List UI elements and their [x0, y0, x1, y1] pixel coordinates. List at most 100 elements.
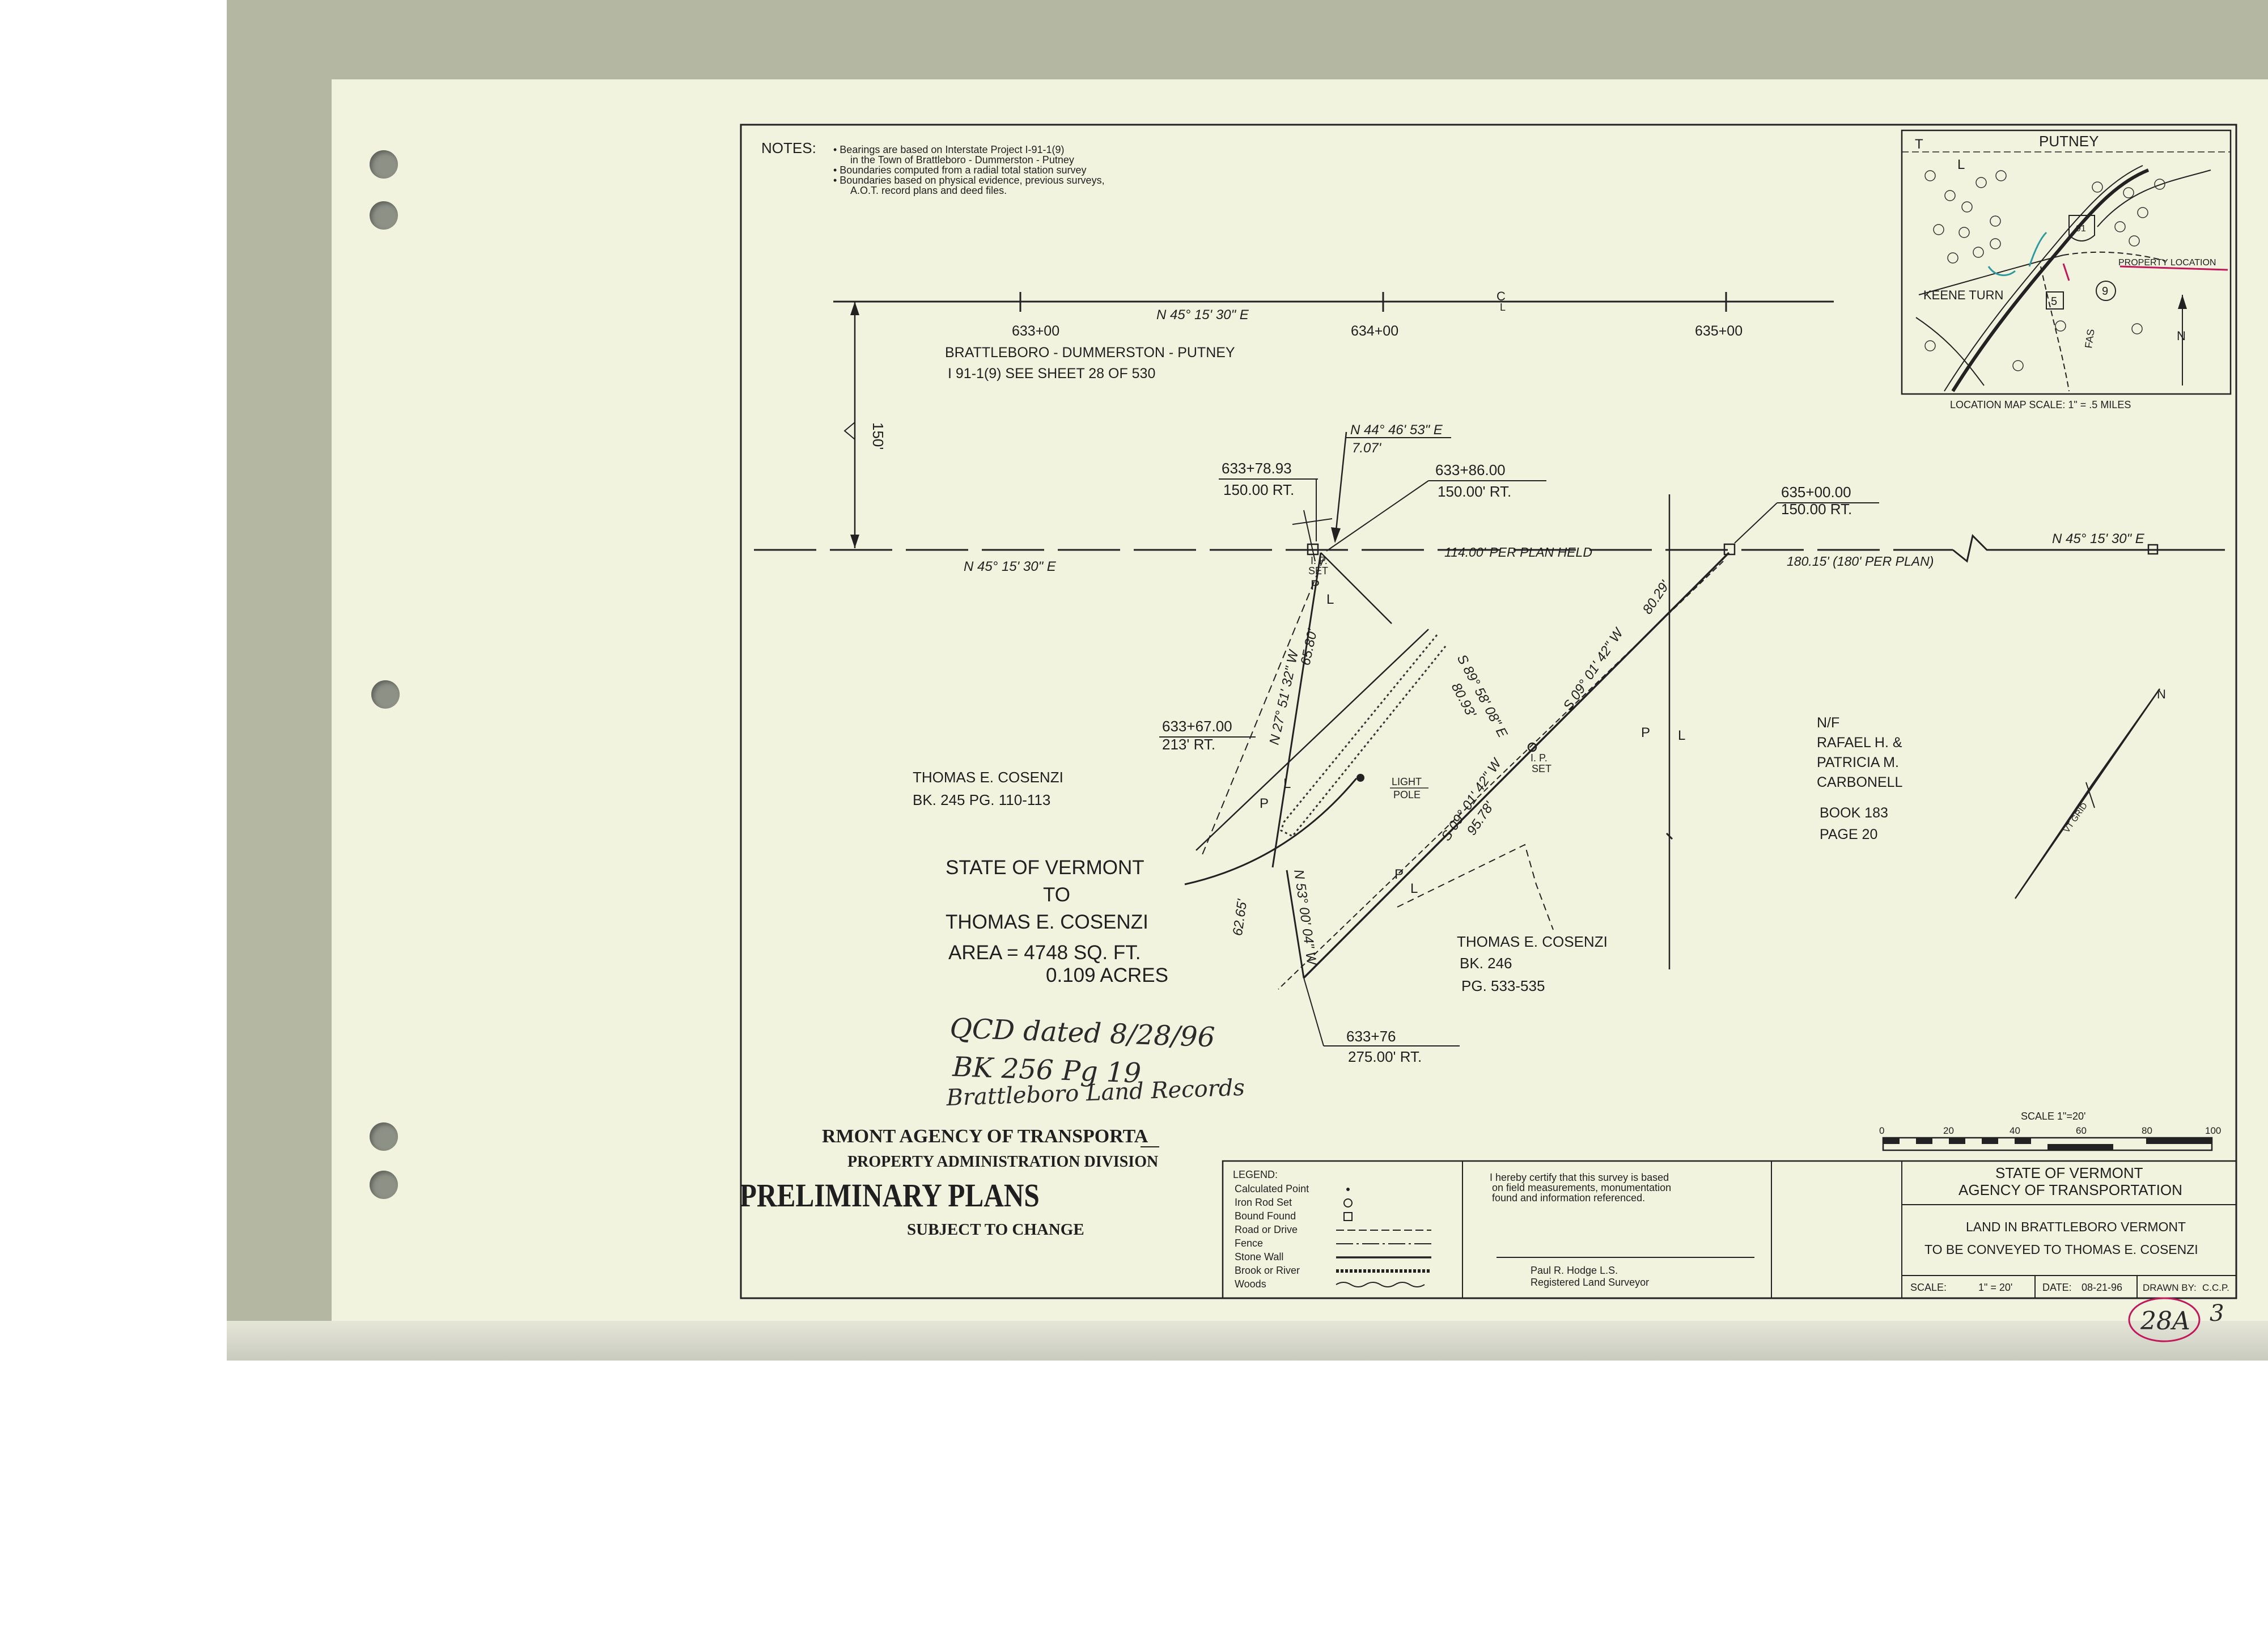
title-scale-label: SCALE:: [1910, 1282, 1947, 1293]
preliminary-stamp: RMONT AGENCY OF TRANSPORTA PROPERTY ADMI…: [740, 1126, 1158, 1239]
ip-set-label: SET: [1532, 763, 1551, 774]
callout-station: 633+67.00: [1162, 718, 1232, 735]
row-bearing-right: N 45° 15' 30" E: [2052, 531, 2145, 546]
title-agency: STATE OF VERMONT: [1995, 1164, 2143, 1181]
note-line: • Boundaries based on physical evidence,…: [833, 175, 1105, 186]
ip-label: I. P.: [1531, 752, 1548, 764]
notes-block: NOTES: • Bearings are based on Interstat…: [761, 139, 1105, 196]
light-pole-label: LIGHT: [1392, 776, 1422, 787]
lot-distance: 80.29': [1640, 577, 1673, 617]
north-arrow-label: VT GRID: [2062, 801, 2089, 834]
callout-station: 633+86.00: [1435, 461, 1506, 478]
legend-item: Brook or River: [1235, 1265, 1300, 1276]
map-route-9: 9: [2102, 285, 2108, 298]
legend-title: LEGEND:: [1233, 1169, 1278, 1180]
legend-item: Woods: [1235, 1278, 1266, 1290]
legend: LEGEND: Calculated Point Iron Rod Set Bo…: [1141, 1146, 2237, 1299]
scale-bar: SCALE 1"=20' 0 20 40 60 80 100: [1879, 1111, 2221, 1151]
punch-hole: [370, 150, 398, 179]
stamp-line: RMONT AGENCY OF TRANSPORTA: [822, 1126, 1148, 1147]
lot-bearing: N 27° 51' 32" W: [1266, 648, 1302, 747]
legend-item: Stone Wall: [1235, 1251, 1283, 1262]
note-line: • Boundaries computed from a radial tota…: [833, 164, 1087, 176]
callout-offset: 150.00' RT.: [1438, 483, 1511, 500]
sheet-number: 28A 3: [2128, 1297, 2224, 1342]
map-town-label: L: [1957, 157, 1965, 172]
ip-set-label: SET: [1308, 565, 1328, 577]
station-label: 633+00: [1012, 323, 1059, 339]
lot-distance: 65.80': [1298, 627, 1320, 667]
certification-signer-title: Registered Land Surveyor: [1531, 1277, 1649, 1288]
lot-distance: 62.65': [1230, 897, 1250, 937]
legend-item: Iron Rod Set: [1235, 1197, 1292, 1208]
handwritten-line: QCD dated 8/28/96: [949, 1012, 1216, 1053]
conveyance-grantee: THOMAS E. COSENZI: [946, 911, 1148, 933]
conveyance-area: AREA = 4748 SQ. FT.: [948, 942, 1141, 964]
centerline: N 45° 15' 30" E 633+00 634+00 635+00 C L…: [833, 289, 1834, 382]
callout-offset: 275.00' RT.: [1348, 1048, 1422, 1065]
map-property-location: PROPERTY LOCATION: [2118, 258, 2216, 268]
conveyance-block: STATE OF VERMONT TO THOMAS E. COSENZI AR…: [946, 857, 1168, 986]
legend-item: Calculated Point: [1235, 1183, 1309, 1194]
pl-marker: L: [1678, 728, 1685, 743]
map-route-5: 5: [2051, 295, 2057, 308]
pl-marker: L: [1410, 881, 1418, 896]
callout-offset: 150.00 RT.: [1781, 501, 1852, 518]
title-drawn-value: C.C.P.: [2202, 1282, 2229, 1293]
point-markers: I. P. SET I. P. SET LIGHT POLE P L P L P…: [1260, 555, 1685, 896]
ip-label: I. P.: [1311, 555, 1328, 566]
punch-hole: [370, 1171, 398, 1199]
conveyance-to: TO: [1043, 884, 1070, 906]
light-pole-marker: [1356, 774, 1364, 782]
owner-name: THOMAS E. COSENZI: [913, 769, 1063, 786]
station-label: 634+00: [1351, 323, 1398, 339]
punch-hole: [370, 1122, 398, 1151]
certification-block: I hereby certify that this survey is bas…: [1490, 1172, 1754, 1288]
scale-tick: 80: [2142, 1125, 2152, 1136]
owner-labels: THOMAS E. COSENZI BK. 245 PG. 110-113 TH…: [913, 715, 1903, 994]
sheet-number-suffix: 3: [2210, 1300, 2224, 1327]
title-date-value: 08-21-96: [2082, 1282, 2122, 1293]
station-callouts: 633+78.93 150.00 RT. 633+86.00 150.00' R…: [1159, 460, 1879, 1065]
punch-hole: [371, 680, 400, 709]
pl-marker: P: [1311, 578, 1320, 593]
title-description: TO BE CONVEYED TO THOMAS E. COSENZI: [1924, 1242, 2198, 1257]
bound-found-marker: [1723, 543, 1736, 556]
lot-line-labels: N 27° 51' 32" W 65.80' S 89° 58' 08" E 8…: [1230, 577, 1673, 967]
conveyance-from: STATE OF VERMONT: [946, 857, 1144, 879]
iron-rod-marker: [1527, 742, 1537, 752]
nf-owner-page: PAGE 20: [1820, 827, 1877, 842]
pl-marker: P: [1641, 725, 1650, 740]
tie-bearing-text: N 44° 46' 53" E: [1350, 422, 1443, 438]
stamp-line: PROPERTY ADMINISTRATION DIVISION: [847, 1153, 1158, 1171]
punch-hole: [370, 201, 398, 230]
held-distance: 114.00' PER PLAN HELD: [1444, 545, 1592, 560]
scale-tick: 20: [1943, 1125, 1954, 1136]
sheet-bottom-edge: [227, 1321, 2268, 1361]
map-north: N: [2177, 329, 2186, 343]
project-name: BRATTLEBORO - DUMMERSTON - PUTNEY: [945, 345, 1235, 361]
location-map: T L PUTNEY 91 5 9 KEENE TURN PROPERTY LO…: [1901, 129, 2232, 410]
plan-distance: 180.15' (180' PER PLAN): [1787, 554, 1934, 569]
handwritten-notes: QCD dated 8/28/96 BK 256 Pg 19 Brattlebo…: [946, 1012, 1245, 1111]
scale-tick: 0: [1879, 1125, 1884, 1136]
offset-label: 150': [870, 422, 887, 450]
stamp-title: PRELIMINARY PLANS: [740, 1177, 1040, 1214]
map-route-91: 91: [2076, 224, 2086, 234]
note-line: • Bearings are based on Interstate Proje…: [833, 144, 1065, 155]
pl-marker: P: [1394, 867, 1404, 882]
pl-marker: L: [1283, 776, 1291, 791]
scale-bar-title: SCALE 1"=20': [2021, 1111, 2085, 1122]
owner-name: THOMAS E. COSENZI: [1457, 933, 1608, 950]
callout-station: 635+00.00: [1781, 484, 1851, 501]
pl-marker: P: [1260, 796, 1269, 811]
centerline-symbol: C: [1497, 289, 1506, 303]
owner-ref: BK. 246: [1460, 955, 1512, 972]
certification-signer: Paul R. Hodge L.S.: [1531, 1265, 1618, 1276]
map-keene-turn: KEENE TURN: [1923, 288, 2003, 302]
tie-distance-text: 7.07': [1352, 440, 1382, 456]
bound-found-marker: [1307, 543, 1319, 556]
map-putney: PUTNEY: [2039, 133, 2099, 150]
certification-text: on field measurements, monumentation: [1492, 1182, 1671, 1193]
